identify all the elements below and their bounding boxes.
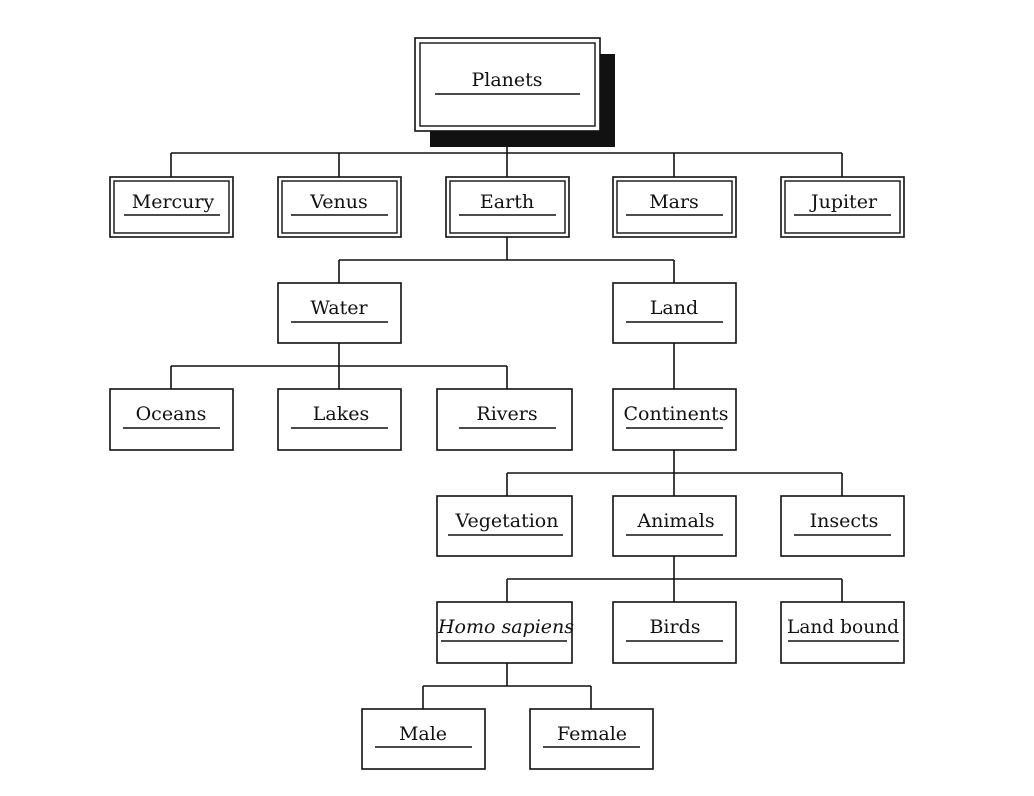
node-label: Mercury [132,191,215,213]
node-label: Animals [636,510,714,532]
node-male: Male [361,708,486,770]
node-label: Vegetation [455,510,559,532]
node-label: Jupiter [809,191,878,213]
node-label: Water [310,297,368,319]
node-label: Lakes [313,403,369,425]
node-label: Oceans [136,403,207,425]
node-venus: Venus [277,176,402,238]
node-label: Female [557,723,627,745]
node-lakes: Lakes [277,388,402,451]
node-label: Earth [480,191,534,213]
node-label: Venus [309,191,367,213]
node-homo-sapiens: Homo sapiens [436,601,574,664]
node-continents: Continents [612,388,737,451]
node-insects: Insects [780,495,905,557]
node-water: Water [277,282,402,344]
node-jupiter: Jupiter [780,176,905,238]
node-label: Birds [649,616,700,638]
node-mercury: Mercury [109,176,234,238]
node-land-bound: Land bound [780,601,905,664]
node-label: Male [399,723,447,745]
node-animals: Animals [612,495,737,557]
node-label: Insects [810,510,879,532]
node-land: Land [612,282,737,344]
node-vegetation: Vegetation [436,495,573,557]
node-label: Mars [649,191,699,213]
node-label: Continents [623,403,728,425]
node-label: Homo sapiens [437,616,574,638]
node-planets: Planets [414,37,615,147]
node-earth: Earth [445,176,570,238]
node-oceans: Oceans [109,388,234,451]
node-label: Planets [471,69,542,91]
node-label: Land bound [787,616,899,638]
node-label: Rivers [476,403,537,425]
node-birds: Birds [612,601,737,664]
node-label: Land [650,297,698,319]
connectors [170,131,843,709]
node-rivers: Rivers [436,388,573,451]
node-mars: Mars [612,176,737,238]
node-female: Female [529,708,654,770]
